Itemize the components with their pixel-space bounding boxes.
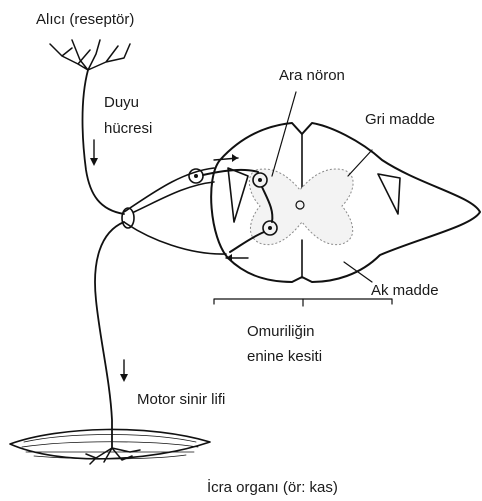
effector-label: İcra organı (ör: kas)	[207, 478, 338, 496]
motor-fiber-label: Motor sinir lifi	[137, 391, 225, 408]
gray-matter-label: Gri madde	[365, 111, 435, 128]
cross-section-label-line1: Omuriliğin	[247, 323, 315, 340]
nerve-roots	[122, 168, 226, 254]
cross-section-bracket	[214, 299, 392, 306]
muscle-effector	[10, 429, 210, 458]
gray-matter-pointer	[348, 150, 372, 176]
receptor-label: Alıcı (reseptör)	[36, 11, 134, 28]
interneuron-label: Ara nöron	[279, 67, 345, 84]
cross-section-label-line2: enine kesiti	[247, 348, 322, 365]
white-matter-label: Ak madde	[371, 282, 439, 299]
motor-neuron	[86, 222, 140, 464]
sensory-cell-label-line1: Duyu	[104, 94, 139, 111]
sensory-cell-label-line2: hücresi	[104, 120, 152, 137]
